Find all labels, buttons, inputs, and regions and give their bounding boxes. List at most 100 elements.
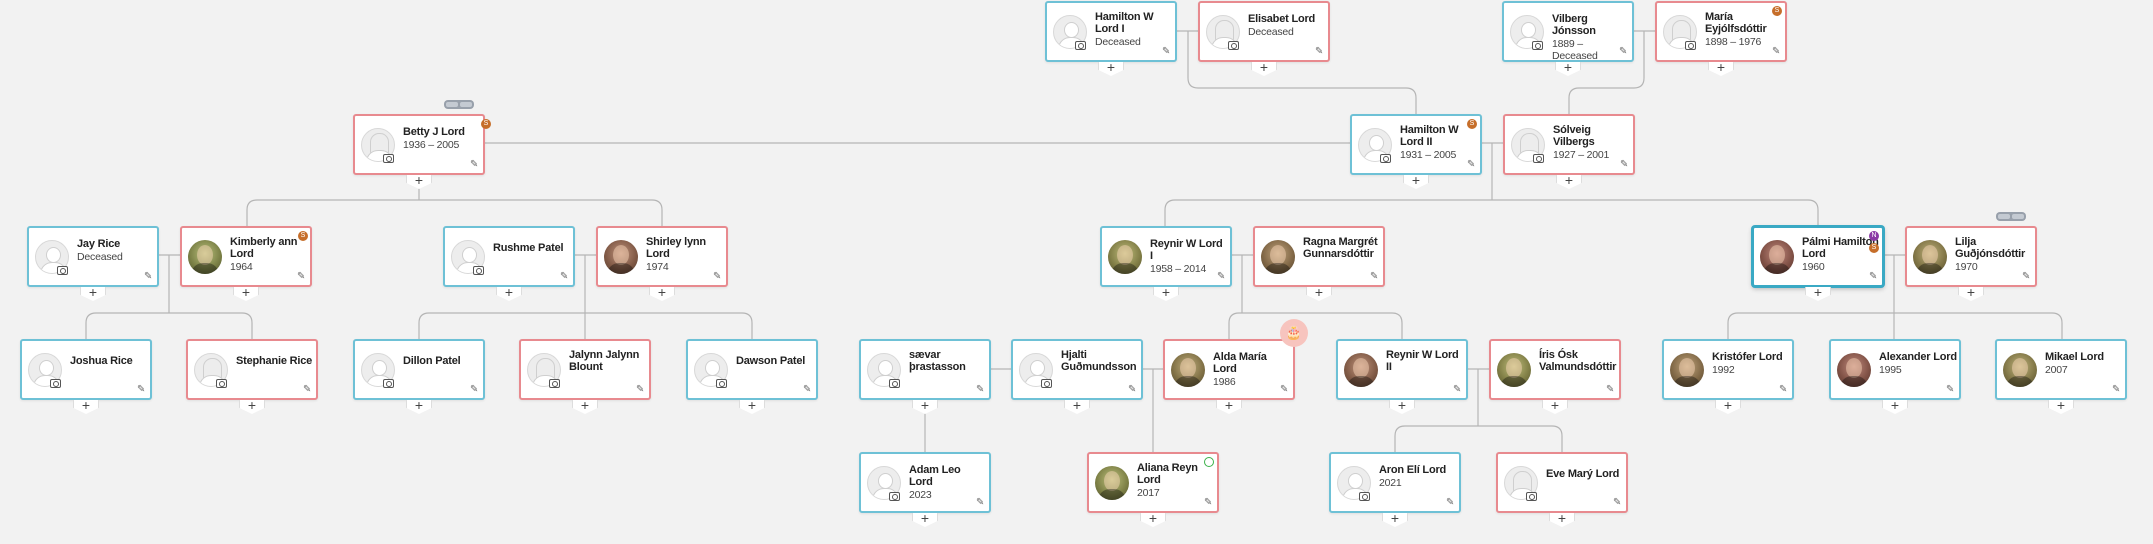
camera-icon[interactable] <box>1041 379 1052 388</box>
profile-photo[interactable] <box>1837 353 1871 387</box>
person-card-dawson[interactable]: Dawson Patel✎ <box>686 339 818 400</box>
default-avatar-icon[interactable] <box>1663 15 1697 49</box>
add-relative-button[interactable]: + <box>73 400 99 414</box>
profile-photo[interactable] <box>1344 353 1378 387</box>
camera-icon[interactable] <box>1359 492 1370 501</box>
camera-icon[interactable] <box>57 266 68 275</box>
sources-badge-icon[interactable]: S <box>1772 6 1782 16</box>
person-card-ragna[interactable]: Ragna Margrét Gunnarsdóttir✎ <box>1253 226 1385 287</box>
add-relative-button[interactable]: + <box>1555 62 1581 76</box>
collapse-toggle-2[interactable] <box>1996 212 2026 221</box>
camera-icon[interactable] <box>1685 41 1696 50</box>
pencil-icon[interactable]: ✎ <box>303 384 312 395</box>
camera-icon[interactable] <box>1380 154 1391 163</box>
add-relative-button[interactable]: + <box>1958 287 1984 301</box>
add-relative-button[interactable]: + <box>1805 287 1831 301</box>
add-relative-button[interactable]: + <box>239 400 265 414</box>
add-relative-button[interactable]: + <box>1153 287 1179 301</box>
pencil-icon[interactable]: ✎ <box>297 271 306 282</box>
add-relative-button[interactable]: + <box>1715 400 1741 414</box>
add-relative-button[interactable]: + <box>2048 400 2074 414</box>
add-relative-button[interactable]: + <box>1389 400 1415 414</box>
profile-photo[interactable] <box>1095 466 1129 500</box>
add-relative-button[interactable]: + <box>1882 400 1908 414</box>
pencil-icon[interactable]: ✎ <box>1779 384 1788 395</box>
person-card-stephanie[interactable]: Stephanie Rice✎ <box>186 339 318 400</box>
camera-icon[interactable] <box>716 379 727 388</box>
default-avatar-icon[interactable] <box>194 353 228 387</box>
sources-badge-icon[interactable]: S <box>1869 243 1879 253</box>
add-relative-button[interactable]: + <box>406 175 432 189</box>
pencil-icon[interactable]: ✎ <box>1280 384 1289 395</box>
camera-icon[interactable] <box>1532 41 1543 50</box>
person-card-dillon[interactable]: Dillon Patel✎ <box>353 339 485 400</box>
camera-icon[interactable] <box>216 379 227 388</box>
camera-icon[interactable] <box>473 266 484 275</box>
birthday-cake-icon[interactable]: 🎂 <box>1280 319 1308 347</box>
pencil-icon[interactable]: ✎ <box>2112 384 2121 395</box>
pencil-icon[interactable]: ✎ <box>1204 497 1213 508</box>
profile-photo[interactable] <box>1497 353 1531 387</box>
profile-photo[interactable] <box>1108 240 1142 274</box>
pencil-icon[interactable]: ✎ <box>1613 497 1622 508</box>
pencil-icon[interactable]: ✎ <box>560 271 569 282</box>
add-relative-button[interactable]: + <box>1306 287 1332 301</box>
add-relative-button[interactable]: + <box>1098 62 1124 76</box>
camera-icon[interactable] <box>1075 41 1086 50</box>
profile-photo[interactable] <box>1913 240 1947 274</box>
camera-icon[interactable] <box>1228 41 1239 50</box>
add-relative-button[interactable]: + <box>1251 62 1277 76</box>
add-relative-button[interactable]: + <box>1403 175 1429 189</box>
add-relative-button[interactable]: + <box>1542 400 1568 414</box>
add-relative-button[interactable]: + <box>496 287 522 301</box>
sources-badge-icon[interactable]: S <box>298 231 308 241</box>
camera-icon[interactable] <box>383 154 394 163</box>
camera-icon[interactable] <box>1533 154 1544 163</box>
pencil-icon[interactable]: ✎ <box>803 384 812 395</box>
default-avatar-icon[interactable] <box>1358 128 1392 162</box>
pencil-icon[interactable]: ✎ <box>137 384 146 395</box>
pencil-icon[interactable]: ✎ <box>1217 271 1226 282</box>
default-avatar-icon[interactable] <box>1510 15 1544 49</box>
collapse-toggle-1[interactable] <box>444 100 474 109</box>
add-relative-button[interactable]: + <box>1140 513 1166 527</box>
add-relative-button[interactable]: + <box>1382 513 1408 527</box>
camera-icon[interactable] <box>1526 492 1537 501</box>
person-card-joshua[interactable]: Joshua Rice✎ <box>20 339 152 400</box>
pencil-icon[interactable]: ✎ <box>1370 271 1379 282</box>
person-card-jalynn[interactable]: Jalynn Jalynn Blount✎ <box>519 339 651 400</box>
pencil-icon[interactable]: ✎ <box>1772 46 1781 57</box>
add-relative-button[interactable]: + <box>572 400 598 414</box>
pencil-icon[interactable]: ✎ <box>1620 159 1629 170</box>
add-relative-button[interactable]: + <box>406 400 432 414</box>
pencil-icon[interactable]: ✎ <box>470 159 479 170</box>
pencil-icon[interactable]: ✎ <box>1869 271 1878 282</box>
pencil-icon[interactable]: ✎ <box>636 384 645 395</box>
person-card-iris[interactable]: Íris Ósk Valmundsdóttir✎ <box>1489 339 1621 400</box>
pencil-icon[interactable]: ✎ <box>1128 384 1137 395</box>
pencil-icon[interactable]: ✎ <box>1606 384 1615 395</box>
profile-photo[interactable] <box>1261 240 1295 274</box>
pencil-icon[interactable]: ✎ <box>1446 497 1455 508</box>
profile-photo[interactable] <box>1670 353 1704 387</box>
person-card-hjalti[interactable]: Hjalti Guðmundsson✎ <box>1011 339 1143 400</box>
add-relative-button[interactable]: + <box>80 287 106 301</box>
pencil-icon[interactable]: ✎ <box>1946 384 1955 395</box>
pencil-icon[interactable]: ✎ <box>2022 271 2031 282</box>
person-card-rushme[interactable]: Rushme Patel✎ <box>443 226 575 287</box>
add-relative-button[interactable]: + <box>912 513 938 527</box>
